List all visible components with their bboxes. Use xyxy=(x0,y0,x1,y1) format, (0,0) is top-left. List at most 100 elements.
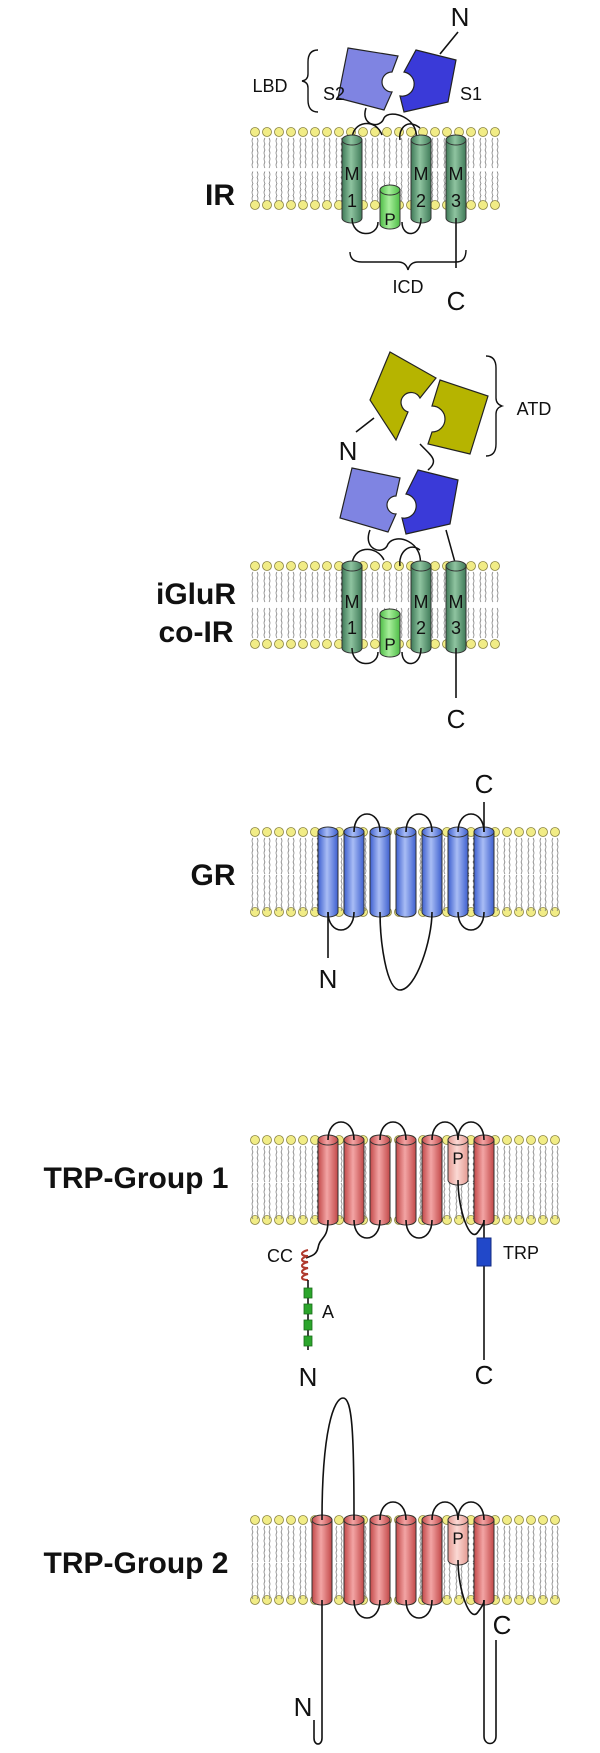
panel-title-ir: IR xyxy=(205,179,235,212)
lipid-tail xyxy=(539,1525,547,1600)
lipid-head-top xyxy=(298,1135,308,1145)
s1-label: S1 xyxy=(460,84,482,104)
lipid-tail xyxy=(539,1145,547,1220)
lipid-head-top xyxy=(514,827,524,837)
lipid-tail xyxy=(299,1145,307,1220)
helix-body xyxy=(447,1519,469,1566)
lipid-head-bottom xyxy=(514,1215,524,1225)
lipid-head-top xyxy=(490,127,500,137)
helix-body xyxy=(473,831,495,918)
lipid-head-top xyxy=(310,127,320,137)
lipid-tail xyxy=(431,137,439,202)
lipid-head-bottom xyxy=(514,907,524,917)
helix-body xyxy=(311,1519,333,1606)
helix-body xyxy=(445,139,467,224)
lipid-tail xyxy=(275,571,283,639)
lipid-head-bottom xyxy=(286,639,296,649)
m2-letter-iglur: M xyxy=(414,592,429,612)
helix-row-gr xyxy=(317,826,495,918)
ankyrin-repeat xyxy=(303,1335,313,1347)
lipid-head-bottom xyxy=(310,639,320,649)
lipid-head-bottom xyxy=(502,1215,512,1225)
lipid-head-bottom xyxy=(250,200,260,210)
ankyrin-repeat xyxy=(303,1303,313,1315)
c-terminus-label-gr: C xyxy=(475,769,494,799)
lipid-tail xyxy=(539,837,547,912)
lipid-tail xyxy=(275,1145,283,1220)
lipid-head-bottom xyxy=(286,1215,296,1225)
lipid-tail xyxy=(335,137,343,202)
lipid-head-top xyxy=(274,827,284,837)
lipid-tail xyxy=(287,837,295,912)
lipid-head-top xyxy=(538,1135,548,1145)
panel-iglur: iGluR co-IR ATD M 1 M 2 M 3 P N C xyxy=(156,351,551,734)
lipid-tail xyxy=(503,837,511,912)
lipid-tail xyxy=(335,1525,343,1600)
loops-trp1 xyxy=(327,1121,485,1239)
lipid-head-top xyxy=(310,561,320,571)
lipid-head-top xyxy=(298,127,308,137)
lipid-tail xyxy=(251,1525,259,1600)
lipid-tail xyxy=(371,137,379,202)
lipid-head-bottom xyxy=(526,1595,536,1605)
n-terminus-label-gr: N xyxy=(319,964,338,994)
lipid-tail xyxy=(275,1525,283,1600)
lipid-head-top xyxy=(526,827,536,837)
lipid-head-bottom xyxy=(466,639,476,649)
helix-body xyxy=(369,1139,391,1226)
helix-body xyxy=(317,831,339,918)
lipid-tail xyxy=(431,571,439,639)
lipid-tail xyxy=(311,837,319,912)
lipid-head-bottom xyxy=(250,1595,260,1605)
m1-letter-iglur: M xyxy=(345,592,360,612)
helix-body xyxy=(421,1519,443,1606)
lipid-head-bottom xyxy=(502,1595,512,1605)
pore-label-iglur: P xyxy=(384,635,395,654)
lipid-head-top xyxy=(370,127,380,137)
lipid-head-top xyxy=(334,127,344,137)
pore-label-trp1: P xyxy=(452,1149,463,1168)
lipid-head-bottom xyxy=(466,200,476,210)
lipid-head-top xyxy=(262,1135,272,1145)
lipid-head-top xyxy=(274,127,284,137)
n-tail-trp2 xyxy=(313,1600,323,1745)
lipid-tail xyxy=(251,571,259,639)
lipid-head-top xyxy=(526,1515,536,1525)
helix-body xyxy=(379,189,401,230)
lipid-tail xyxy=(263,1525,271,1600)
helix-body xyxy=(473,1519,495,1606)
helix-cap xyxy=(410,134,432,146)
lipid-head-top xyxy=(274,1135,284,1145)
lipid-head-top xyxy=(250,1515,260,1525)
helix-body xyxy=(369,831,391,918)
helix-body xyxy=(473,1139,495,1226)
lipid-tail xyxy=(323,137,331,202)
helix-body xyxy=(379,613,401,658)
pore-helix-trp1 xyxy=(447,1134,469,1186)
lipid-head-bottom xyxy=(502,907,512,917)
panel-title-iglur-line2: co-IR xyxy=(159,616,234,649)
n-terminus-label-iglur: N xyxy=(339,436,358,466)
lipid-head-bottom xyxy=(478,639,488,649)
lipid-tail xyxy=(515,1145,523,1220)
lipid-tail xyxy=(551,1145,559,1220)
lipid-tail xyxy=(527,1145,535,1220)
n-terminus-line-iglur xyxy=(355,417,375,433)
lipid-tail xyxy=(335,571,343,639)
lipid-head-top xyxy=(478,561,488,571)
lipid-head-bottom xyxy=(370,200,380,210)
lipid-tail xyxy=(527,1525,535,1600)
lipid-head-top xyxy=(370,561,380,571)
lipid-head-top xyxy=(502,1515,512,1525)
lipid-tail xyxy=(251,1145,259,1220)
lipid-tail xyxy=(467,1145,475,1220)
lipid-head-top xyxy=(250,827,260,837)
loop-iglur-top xyxy=(351,529,457,567)
lipid-head-top xyxy=(514,1515,524,1525)
cc-label: CC xyxy=(267,1246,293,1266)
lipid-tail xyxy=(395,571,403,639)
ankyrin-repeats xyxy=(303,1287,313,1347)
lipid-tail xyxy=(287,137,295,202)
lipid-head-top xyxy=(286,1135,296,1145)
